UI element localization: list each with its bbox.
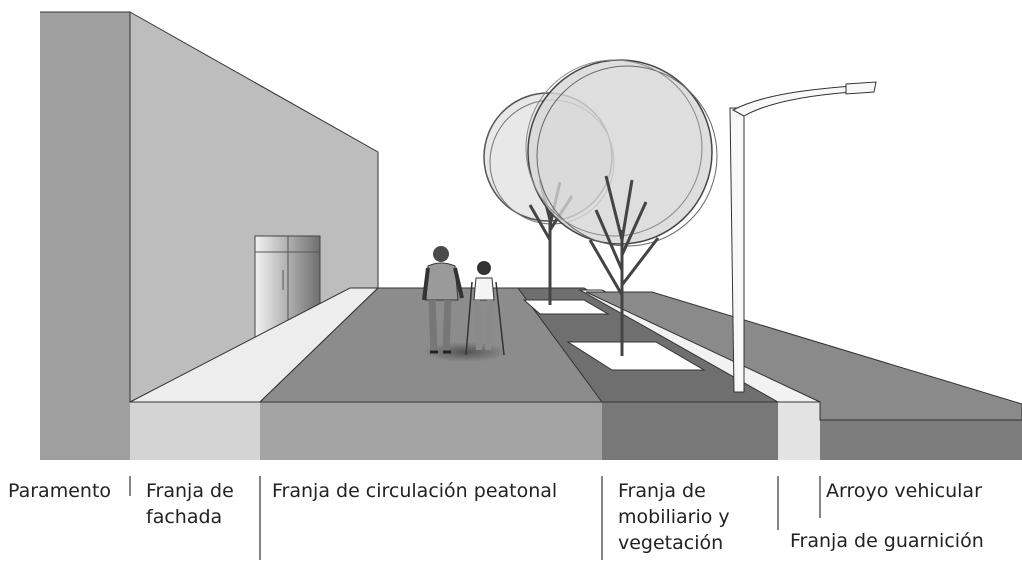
street-lamp — [729, 81, 877, 393]
label-mobiliario-line3: vegetación — [618, 532, 724, 554]
label-mobiliario-line2: mobiliario y — [618, 506, 730, 528]
pedestrians — [422, 246, 507, 362]
label-fachada-line2: fachada — [146, 506, 223, 528]
label-mobiliario-line1: Franja de — [618, 480, 706, 502]
arroyo-road-top — [585, 291, 1022, 421]
pedestrian-man — [422, 246, 464, 354]
arroyo-road-face — [820, 420, 1022, 460]
label-fachada-line1: Franja de — [146, 480, 234, 502]
tree-pit-front — [566, 341, 706, 371]
tree-pit-back — [522, 299, 610, 315]
pedestrian-girl-crutches — [465, 261, 505, 356]
guarnicion-strip-face — [778, 402, 820, 460]
building-front-face — [40, 12, 130, 460]
fachada-strip-face — [130, 402, 260, 460]
mobiliario-strip-face — [602, 402, 778, 460]
label-paramento: Paramento — [8, 480, 112, 502]
tree-front — [525, 59, 718, 356]
label-circulacion: Franja de circulación peatonal — [272, 480, 558, 502]
label-arroyo: Arroyo vehicular — [826, 480, 982, 502]
circulacion-strip-face — [260, 402, 602, 460]
label-guarnicion: Franja de guarnición — [790, 530, 984, 552]
